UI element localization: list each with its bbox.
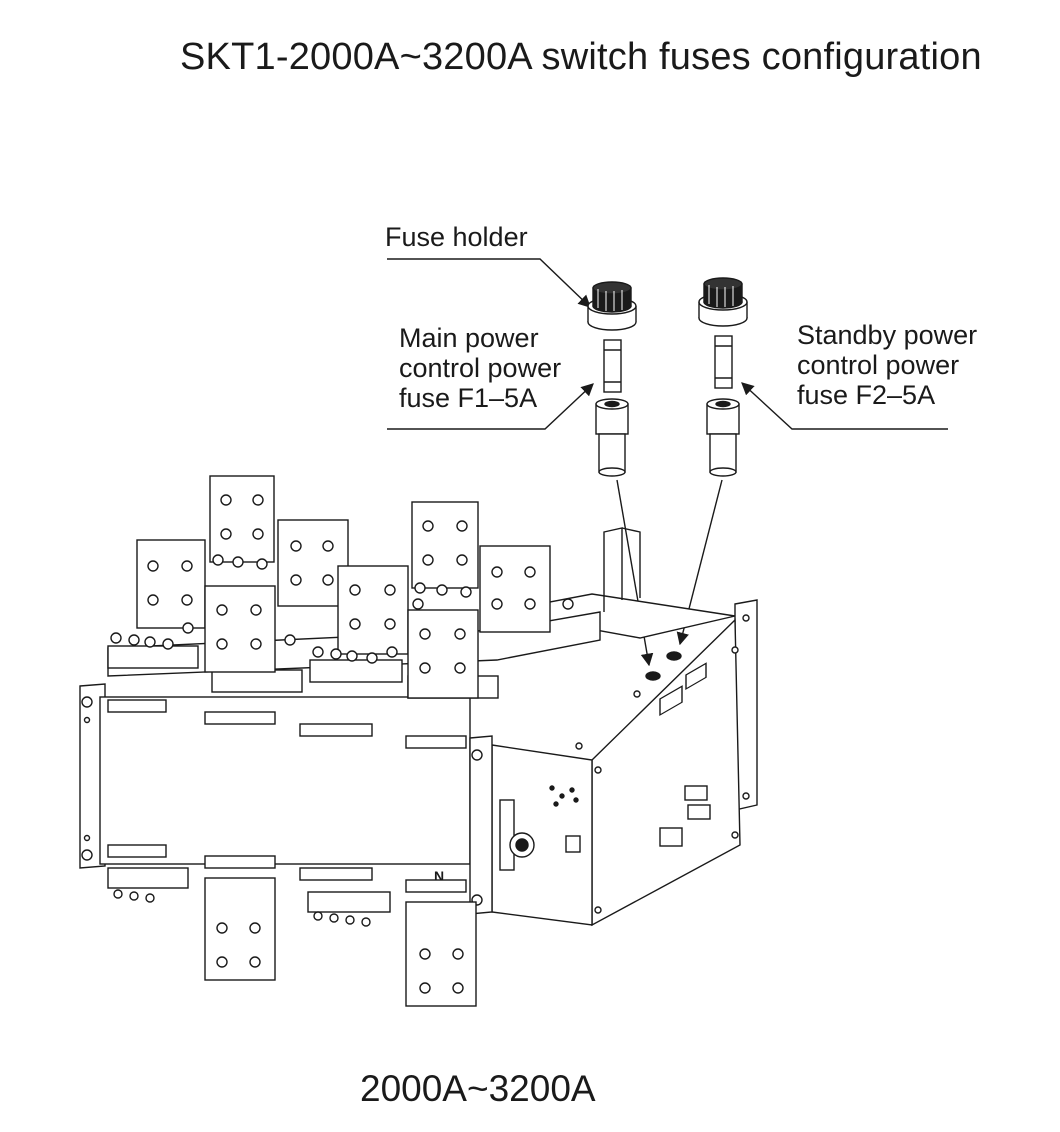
main-fuse-label-line-1: Main power bbox=[399, 323, 539, 353]
standby-fuse-base bbox=[706, 398, 740, 477]
main-fuse-socket bbox=[645, 671, 661, 681]
standby-fuse-label: Standby power control power fuse F2–5A bbox=[797, 320, 977, 411]
main-fuse-label-line-3: fuse F1–5A bbox=[399, 383, 538, 414]
front-plate bbox=[79, 683, 493, 915]
upper-busbar-mid-1 bbox=[277, 519, 349, 607]
bottom-rail bbox=[107, 867, 391, 927]
upper-busbar-front-1 bbox=[136, 539, 206, 629]
main-fuse-assembly bbox=[587, 281, 637, 477]
standby-fuse-assembly bbox=[698, 277, 748, 477]
main-fuse-cartridge bbox=[603, 339, 622, 393]
switch-body bbox=[79, 475, 758, 1007]
main-fuse-base bbox=[595, 398, 629, 477]
neutral-label-bottom: N bbox=[434, 868, 445, 884]
rating-caption: 2000A~3200A bbox=[360, 1068, 596, 1109]
control-module bbox=[491, 527, 741, 927]
standby-fuse-label-line-3: fuse F2–5A bbox=[797, 380, 936, 411]
standby-fuse-cartridge bbox=[714, 335, 733, 389]
upper-busbar-rear-2 bbox=[411, 501, 479, 589]
fuse-holder-leader bbox=[387, 258, 591, 308]
standby-fuse-socket bbox=[666, 651, 682, 661]
fuse-holder-label: Fuse holder bbox=[385, 222, 528, 252]
upper-busbar-front-4 bbox=[407, 609, 479, 699]
upper-busbar-rear-1 bbox=[209, 475, 275, 563]
upper-busbar-front-2 bbox=[337, 565, 409, 655]
main-fuse-leader bbox=[387, 383, 594, 430]
standby-fuse-leader bbox=[741, 382, 948, 430]
main-fuse-label-line-2: control power bbox=[399, 353, 562, 384]
standby-fuse-label-line-1: Standby power bbox=[797, 320, 978, 350]
diagram-title: SKT1-2000A~3200A switch fuses configurat… bbox=[180, 36, 982, 78]
upper-busbar-mid-2 bbox=[479, 545, 551, 633]
standby-fuse-label-line-2: control power bbox=[797, 350, 960, 381]
lower-busbar-left bbox=[204, 877, 276, 981]
main-fuse-label: Main power control power fuse F1–5A bbox=[399, 323, 561, 414]
main-fuse-holder-cap bbox=[587, 281, 637, 331]
upper-busbar-front-3 bbox=[204, 585, 276, 673]
front-plate-face bbox=[99, 696, 471, 865]
lower-busbar-right bbox=[405, 901, 477, 1007]
standby-fuse-holder-cap bbox=[698, 277, 748, 327]
leader-lines bbox=[387, 258, 948, 667]
terminal-bolts bbox=[110, 554, 574, 664]
control-module-side bbox=[591, 618, 741, 927]
